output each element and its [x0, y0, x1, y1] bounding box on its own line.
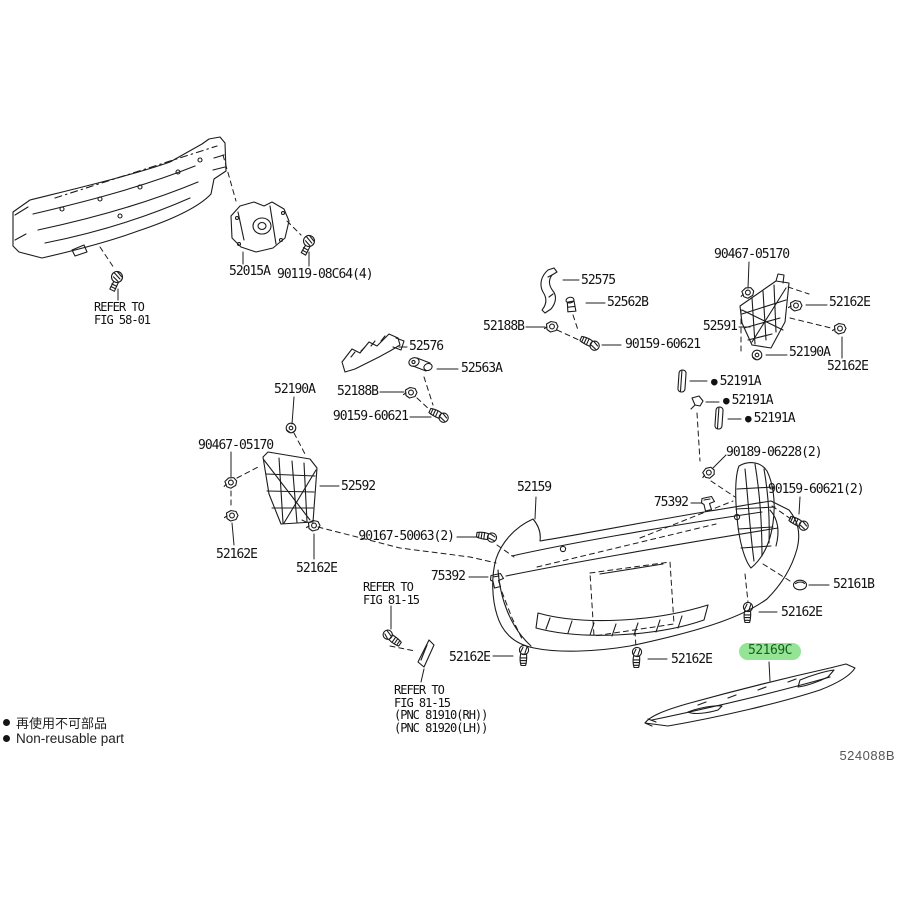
clip-52563A: [408, 357, 433, 372]
pad-strip-icon: [714, 406, 724, 430]
legend: 再使用不可部品 Non-reusable part: [3, 714, 124, 746]
pin-clip-icon: [564, 295, 577, 314]
non-reusable-dot-icon: [3, 718, 10, 726]
screw-icon: [380, 627, 404, 648]
screw-icon: [518, 644, 530, 667]
hole-plug-icon: [792, 579, 808, 591]
splash-shield-shard: [417, 639, 435, 668]
fastener-icons: [107, 233, 847, 669]
legend-text-en: Non-reusable part: [16, 730, 125, 746]
bolt-icon: [298, 233, 317, 258]
sensor-bracket-icon: [700, 495, 716, 512]
screw-icon: [475, 530, 498, 544]
clip-icon: [221, 475, 239, 491]
legend-text-jp: 再使用不可部品: [16, 715, 108, 731]
bumper-side-retainer: [735, 462, 776, 569]
assembly-dashed-lines: [99, 154, 832, 652]
pad-strip-icon: [677, 369, 687, 393]
clip-icon: [543, 320, 559, 333]
screw-icon: [631, 646, 643, 669]
non-reusable-dot-icon: [3, 734, 10, 742]
grommet-icon: [285, 422, 297, 434]
figure-code: 524088B: [839, 748, 895, 763]
bracket-52575: [540, 267, 558, 314]
bent-clip-icon: [690, 395, 704, 410]
clip-icon: [402, 386, 418, 399]
lower-cover-strip-52169C: [644, 663, 856, 727]
bracket-52015A: [230, 201, 290, 253]
screw-icon: [427, 406, 451, 425]
grommet-icon: [751, 349, 763, 361]
clip-icon: [699, 464, 718, 482]
side-spacer-52591: [739, 273, 790, 349]
bolt-icon: [107, 269, 125, 293]
clip-icon: [831, 322, 847, 335]
bracket-52576: [341, 333, 405, 373]
clip-icon: [223, 509, 239, 522]
legend-row-en: Non-reusable part: [3, 730, 124, 746]
rear-body-panel-sketch: [12, 136, 227, 259]
clip-icon: [787, 299, 803, 312]
leader-lines: [117, 251, 843, 683]
side-spacer-52592: [262, 451, 318, 525]
screw-icon: [787, 514, 811, 533]
screw-icon: [578, 334, 602, 353]
screw-icon: [742, 601, 754, 624]
rear-bumper-cover-52159: [492, 500, 800, 652]
legend-row-jp: 再使用不可部品: [3, 714, 124, 731]
